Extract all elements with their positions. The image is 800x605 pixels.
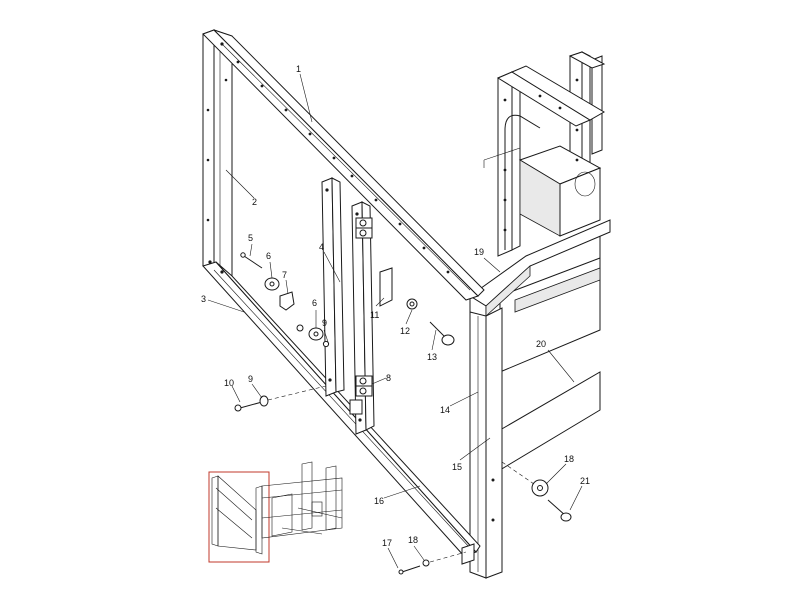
callout-21: 21 xyxy=(580,476,590,486)
locator-inset xyxy=(208,461,343,563)
callout-17: 17 xyxy=(382,538,392,548)
callout-13: 13 xyxy=(427,352,437,362)
center-channel-4 xyxy=(321,177,375,435)
callout-20: 20 xyxy=(536,339,546,349)
callout-5: 5 xyxy=(248,233,253,243)
callout-7: 7 xyxy=(282,270,287,280)
callout-labels: 1 2 3 4 5 6 7 6 9 11 12 13 8 10 9 14 15 … xyxy=(201,64,590,548)
callout-15: 15 xyxy=(452,462,462,472)
callout-2: 2 xyxy=(252,197,257,207)
side-panel-20 xyxy=(499,235,601,471)
callout-18a: 18 xyxy=(408,535,418,545)
callout-10: 10 xyxy=(224,378,234,388)
callout-12: 12 xyxy=(400,326,410,336)
callout-1: 1 xyxy=(296,64,301,74)
callout-4: 4 xyxy=(319,242,324,252)
main-frame xyxy=(202,29,485,565)
callout-9a: 9 xyxy=(322,318,327,328)
callout-18b: 18 xyxy=(564,454,574,464)
callout-3: 3 xyxy=(201,294,206,304)
callout-6b: 6 xyxy=(312,298,317,308)
callout-14: 14 xyxy=(440,405,450,415)
callout-16: 16 xyxy=(374,496,384,506)
front-corner-post xyxy=(469,219,611,579)
callout-19: 19 xyxy=(474,247,484,257)
callout-6a: 6 xyxy=(266,251,271,261)
rear-frame-assembly xyxy=(483,51,606,257)
fastener-parts xyxy=(234,252,572,575)
callout-11: 11 xyxy=(370,310,379,320)
leader-lines xyxy=(207,73,583,569)
callout-8: 8 xyxy=(386,373,391,383)
callout-9b: 9 xyxy=(248,374,253,384)
